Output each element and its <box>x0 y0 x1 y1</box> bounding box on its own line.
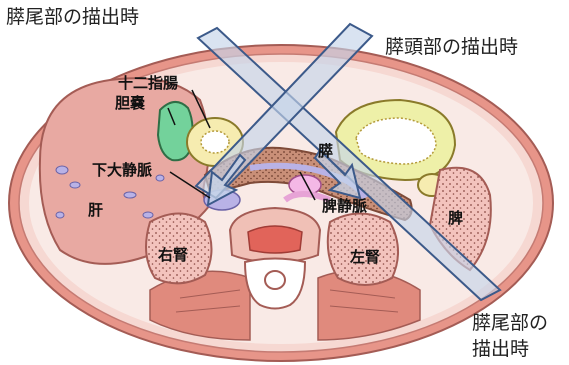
label-liver: 肝 <box>88 201 103 219</box>
caption-head: 膵頭部の描出時 <box>385 36 518 58</box>
label-splenic-vein: 脾静脈 <box>322 197 367 215</box>
label-stomach: 胃 <box>388 132 404 151</box>
label-left-kidney: 左腎 <box>349 248 380 266</box>
label-ivc: 下大静脈 <box>92 161 152 179</box>
label-duodenum: 十二指腸 <box>118 74 178 92</box>
label-right-kidney: 右腎 <box>158 246 188 264</box>
caption-tail-bottom-1: 膵尾部の <box>472 312 548 334</box>
label-gallbladder: 胆嚢 <box>115 94 145 112</box>
caption-tail-top: 膵尾部の描出時 <box>6 6 139 28</box>
caption-tail-bottom-2: 描出時 <box>472 338 529 360</box>
label-spleen: 脾 <box>448 209 463 227</box>
gallbladder <box>158 102 193 160</box>
label-pancreas: 膵 <box>318 142 333 160</box>
